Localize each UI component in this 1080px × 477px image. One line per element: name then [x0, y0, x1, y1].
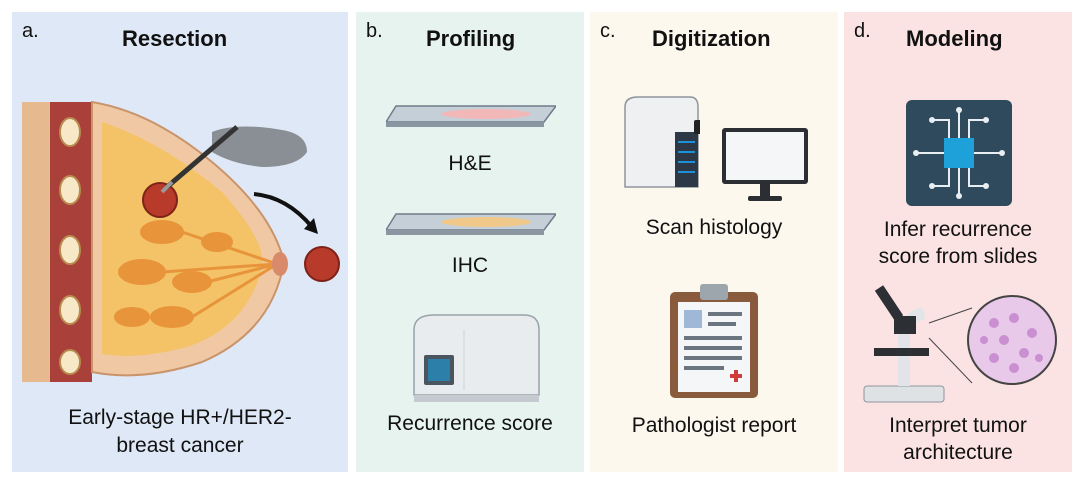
panel-title-profiling: Profiling — [426, 26, 516, 51]
caption-infer-line1: Infer recurrence — [883, 218, 1033, 241]
caption-interpret-line2: architecture — [903, 441, 1013, 464]
panel-title-digitization: Digitization — [652, 26, 771, 51]
circuit-chip-icon — [906, 100, 1012, 206]
caption-pathologist-report: Pathologist report — [631, 414, 797, 437]
cells-magnified-icon — [967, 295, 1057, 385]
caption-recurrence-score: Recurrence score — [387, 412, 553, 435]
monitor-icon — [722, 128, 808, 201]
caption-scan-histology: Scan histology — [645, 216, 783, 239]
panel-digitization: c. Digitization Scan histology Pathologi… — [590, 12, 838, 472]
caption-infer-line2: score from slides — [878, 245, 1038, 268]
clipboard-report-icon — [670, 284, 758, 398]
panel-title-resection: Resection — [122, 26, 228, 51]
panel-title-modeling: Modeling — [906, 26, 1003, 51]
scalpel-hand-icon — [160, 125, 307, 194]
slide-icon — [386, 105, 556, 127]
microscope-icon — [863, 285, 1057, 403]
caption-breast-cancer: breast cancer — [116, 434, 244, 457]
breast-anatomy-illustration — [22, 100, 340, 382]
panel-profiling: b. Profiling H&E IHC Recurrence score — [356, 12, 584, 472]
panel-letter-a: a. — [22, 20, 39, 42]
panel-resection: a. Resection — [12, 12, 348, 472]
caption-ihc: IHC — [451, 254, 489, 277]
caption-interpret-line1: Interpret tumor — [889, 414, 1027, 437]
panel-letter-c: c. — [600, 20, 616, 42]
tumor-icon — [142, 182, 178, 218]
slide-icon — [386, 213, 556, 235]
panel-letter-b: b. — [366, 20, 383, 42]
caption-early-stage: Early-stage HR+/HER2- — [68, 406, 292, 429]
caption-he: H&E — [448, 152, 492, 175]
sequencer-icon — [413, 314, 540, 402]
scanner-icon — [624, 96, 700, 188]
arrow-icon — [253, 192, 314, 229]
panel-modeling: d. Modeling Infer recurrence score from … — [844, 12, 1072, 472]
panel-letter-d: d. — [854, 20, 871, 42]
